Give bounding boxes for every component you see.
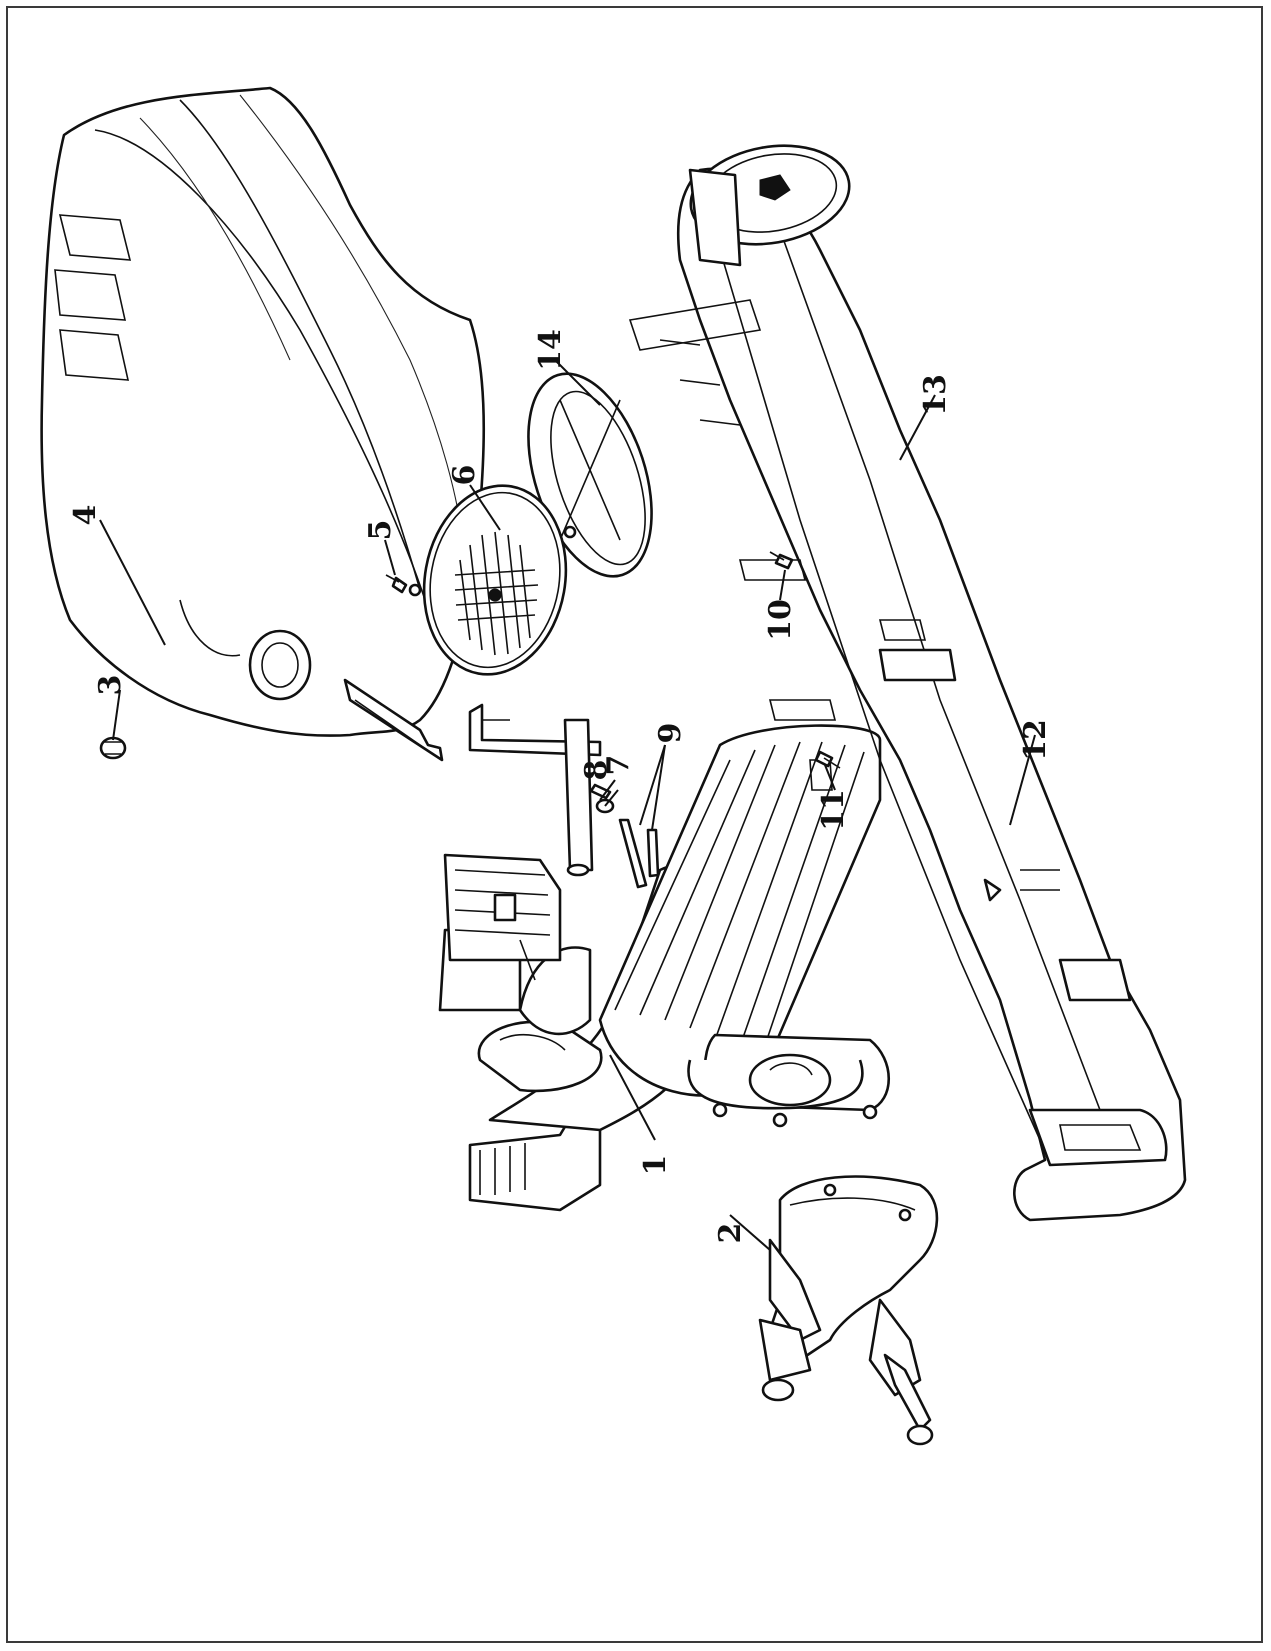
screw-10 bbox=[769, 551, 794, 570]
callout-8: 8 bbox=[579, 760, 614, 781]
callout-9: 9 bbox=[653, 723, 688, 744]
callout-13: 13 bbox=[918, 374, 953, 416]
callout-labels: 4 3 1 2 5 6 14 7 8 9 10 11 12 13 bbox=[68, 329, 1053, 1243]
callout-3: 3 bbox=[93, 675, 128, 696]
screw-5 bbox=[385, 574, 408, 594]
pins-9 bbox=[618, 818, 660, 889]
knob bbox=[99, 736, 127, 760]
screw-7 bbox=[589, 783, 612, 800]
screw-11 bbox=[814, 750, 841, 769]
callout-5: 5 bbox=[363, 520, 398, 541]
pump-assembly bbox=[758, 1175, 939, 1446]
callout-11: 11 bbox=[816, 789, 851, 831]
motor-assembly bbox=[438, 703, 891, 1212]
callout-10: 10 bbox=[763, 599, 798, 641]
frame-chassis bbox=[628, 167, 1187, 1222]
rear-wheel bbox=[527, 372, 653, 578]
callout-6: 6 bbox=[447, 465, 482, 486]
callout-7: 7 bbox=[601, 755, 636, 776]
callout-1: 1 bbox=[638, 1155, 673, 1176]
callout-12: 12 bbox=[1018, 719, 1053, 761]
leader-lines bbox=[99, 359, 1036, 1251]
fan-grille bbox=[408, 484, 577, 676]
callout-4: 4 bbox=[68, 505, 103, 526]
callout-2: 2 bbox=[713, 1223, 748, 1244]
hood-cover bbox=[40, 86, 486, 762]
front-wheel bbox=[688, 144, 851, 267]
callout-14: 14 bbox=[533, 329, 568, 371]
